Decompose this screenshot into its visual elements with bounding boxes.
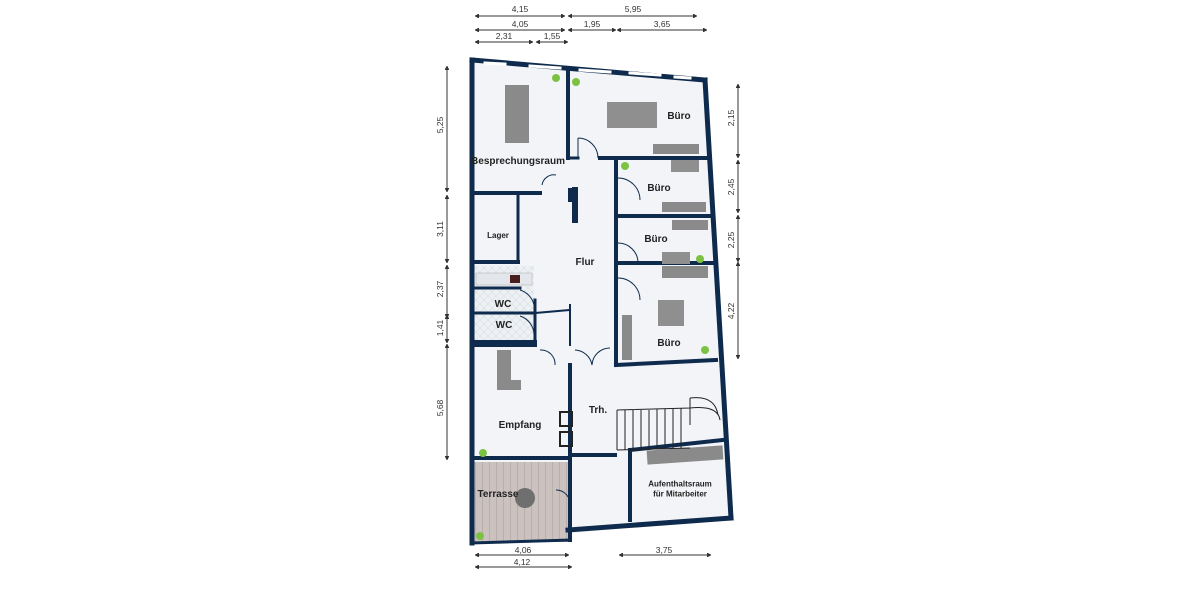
dimension-left: 1,41 bbox=[435, 319, 445, 337]
conference-table bbox=[505, 85, 529, 143]
dimension-top: 4,05 bbox=[511, 19, 529, 29]
staircase bbox=[616, 397, 721, 451]
dimension-top: 3,65 bbox=[653, 19, 671, 29]
room-label-buero: Büro bbox=[657, 338, 681, 349]
furniture bbox=[475, 85, 724, 508]
dimension-top: 1,95 bbox=[583, 19, 601, 29]
dimension-right: 2,45 bbox=[726, 178, 736, 196]
dimension-bottom: 4,12 bbox=[513, 557, 531, 567]
doors bbox=[519, 137, 641, 506]
room-label-besprechungsraum: Besprechungsraum bbox=[471, 156, 565, 167]
room-label-lager: Lager bbox=[487, 231, 509, 241]
dimension-left: 5,68 bbox=[435, 399, 445, 417]
dimension-left: 5,25 bbox=[435, 116, 445, 134]
plants bbox=[476, 74, 709, 540]
room-label-treppenhaus: Trh. bbox=[588, 405, 608, 416]
room-label-buero: Büro bbox=[647, 183, 671, 194]
dimension-top: 5,95 bbox=[624, 4, 642, 14]
dimension-top: 4,15 bbox=[511, 4, 529, 14]
desk-cluster bbox=[607, 102, 657, 128]
dimension-left: 3,11 bbox=[435, 221, 445, 237]
dimension-left: 2,37 bbox=[435, 280, 445, 298]
dimension-top: 2,31 bbox=[495, 31, 513, 41]
room-label-aufenthaltsraum: Aufenthaltsraum für Mitarbeiter bbox=[648, 479, 712, 498]
room-label-wc: WC bbox=[494, 299, 512, 310]
dimension-top: 1,55 bbox=[543, 31, 561, 41]
room-label-wc: WC bbox=[495, 320, 513, 331]
dimension-bottom: 3,75 bbox=[655, 545, 673, 555]
dimension-right: 2,15 bbox=[726, 109, 736, 127]
room-label-terrasse: Terrasse bbox=[477, 489, 519, 500]
dimension-bottom: 4,06 bbox=[514, 545, 532, 555]
building-footprint bbox=[472, 60, 731, 543]
room-label-flur: Flur bbox=[575, 257, 595, 268]
room-label-buero: Büro bbox=[644, 234, 668, 245]
room-label-empfang: Empfang bbox=[498, 420, 542, 431]
room-label-buero: Büro bbox=[667, 111, 691, 122]
dimension-right: 2,25 bbox=[726, 231, 736, 249]
walls bbox=[469, 57, 734, 546]
dimension-right: 4,22 bbox=[726, 302, 736, 320]
